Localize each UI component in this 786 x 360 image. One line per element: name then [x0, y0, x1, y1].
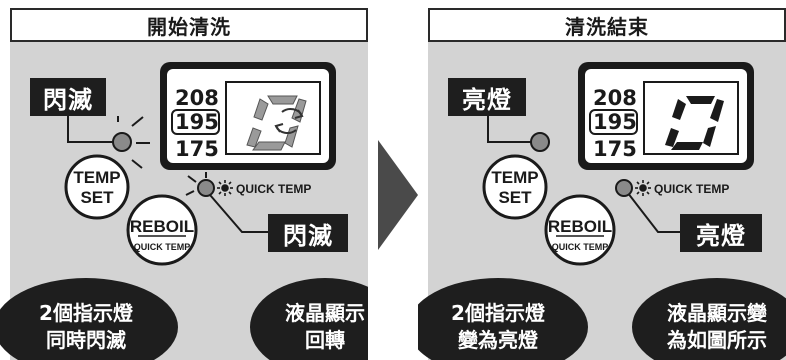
bubble-line-1: 2個指示燈 [39, 301, 133, 325]
temp-set-button [64, 154, 130, 220]
quick-temp-text: QUICK TEMP [236, 182, 311, 196]
indicator-label-top: 亮燈 [448, 78, 526, 116]
connector-line-bottom [623, 187, 680, 233]
lcd-temp-208: 208 [175, 86, 219, 110]
sun-icon [217, 180, 233, 196]
lcd-temp-208: 208 [593, 86, 637, 110]
connector-line-top [67, 108, 126, 143]
quick-temp-lamp [197, 179, 215, 197]
bubble-line-2: 變為亮燈 [458, 328, 538, 352]
lcd-temp-selected-frame [589, 109, 638, 135]
reboil-sublabel: QUICK TEMP [552, 242, 609, 252]
lcd-digit-window [225, 81, 321, 155]
sun-icon [635, 180, 651, 196]
panel-header: 開始清洗 [10, 8, 368, 42]
bubble-indicator-status: 2個指示燈 變為亮燈 [418, 278, 588, 360]
rotate-arrows-icon [274, 108, 304, 134]
temp-set-label-1: TEMP [491, 168, 538, 187]
blink-rays-bottom [185, 172, 207, 196]
fryer-control-panel: 208 195 175 [64, 62, 336, 266]
panel-header: 清洗結束 [428, 8, 786, 42]
lcd-temp-175: 175 [175, 137, 219, 161]
temp-set-lamp [112, 132, 132, 152]
reboil-label: REBOIL [548, 217, 612, 236]
lcd-temp-195: 195 [593, 110, 637, 134]
panel-cleaning-finished: 清洗結束 208 195 175 TEMP SET [418, 0, 786, 360]
lcd-temp-selected-frame [171, 109, 220, 135]
reboil-sublabel: QUICK TEMP [134, 242, 191, 252]
bubble-indicator-status: 2個指示燈 同時閃滅 [0, 278, 178, 360]
indicator-label-bottom: 亮燈 [680, 214, 762, 252]
quick-temp-lamp [615, 179, 633, 197]
connector-line-bottom [203, 187, 268, 233]
connector-line-top [487, 108, 532, 143]
lcd-digit-window [643, 81, 739, 155]
bubble-line-2: 同時閃滅 [46, 328, 126, 352]
bubble-line-1: 液晶顯示 [285, 301, 365, 325]
temp-set-button [482, 154, 548, 220]
temp-set-lamp [530, 132, 550, 152]
bubble-line-1: 液晶顯示變 [667, 301, 767, 325]
indicator-label-top: 閃滅 [30, 78, 106, 116]
lcd-digit [665, 96, 724, 150]
lcd-temp-175: 175 [593, 137, 637, 161]
temp-set-label-2: SET [80, 188, 114, 207]
indicator-label-bottom: 閃滅 [268, 214, 348, 252]
bubble-line-2: 回轉 [305, 328, 345, 352]
temp-set-label-1: TEMP [73, 168, 120, 187]
bubble-lcd-status: 液晶顯示變 為如圖所示 [632, 278, 786, 360]
reboil-label: REBOIL [130, 217, 194, 236]
quick-temp-text: QUICK TEMP [654, 182, 729, 196]
next-arrow-icon [378, 140, 418, 250]
fryer-control-panel: 208 195 175 TEMP SET QUICK TEMP [482, 62, 754, 266]
panel-start-cleaning: 開始清洗 208 195 175 [0, 0, 368, 360]
temp-set-label-2: SET [498, 188, 532, 207]
bubble-line-2: 為如圖所示 [667, 328, 767, 352]
blink-rays-top [117, 116, 150, 169]
reboil-button [126, 194, 198, 266]
bubble-line-1: 2個指示燈 [451, 301, 545, 325]
reboil-button [544, 194, 616, 266]
lcd-temp-195: 195 [175, 110, 219, 134]
